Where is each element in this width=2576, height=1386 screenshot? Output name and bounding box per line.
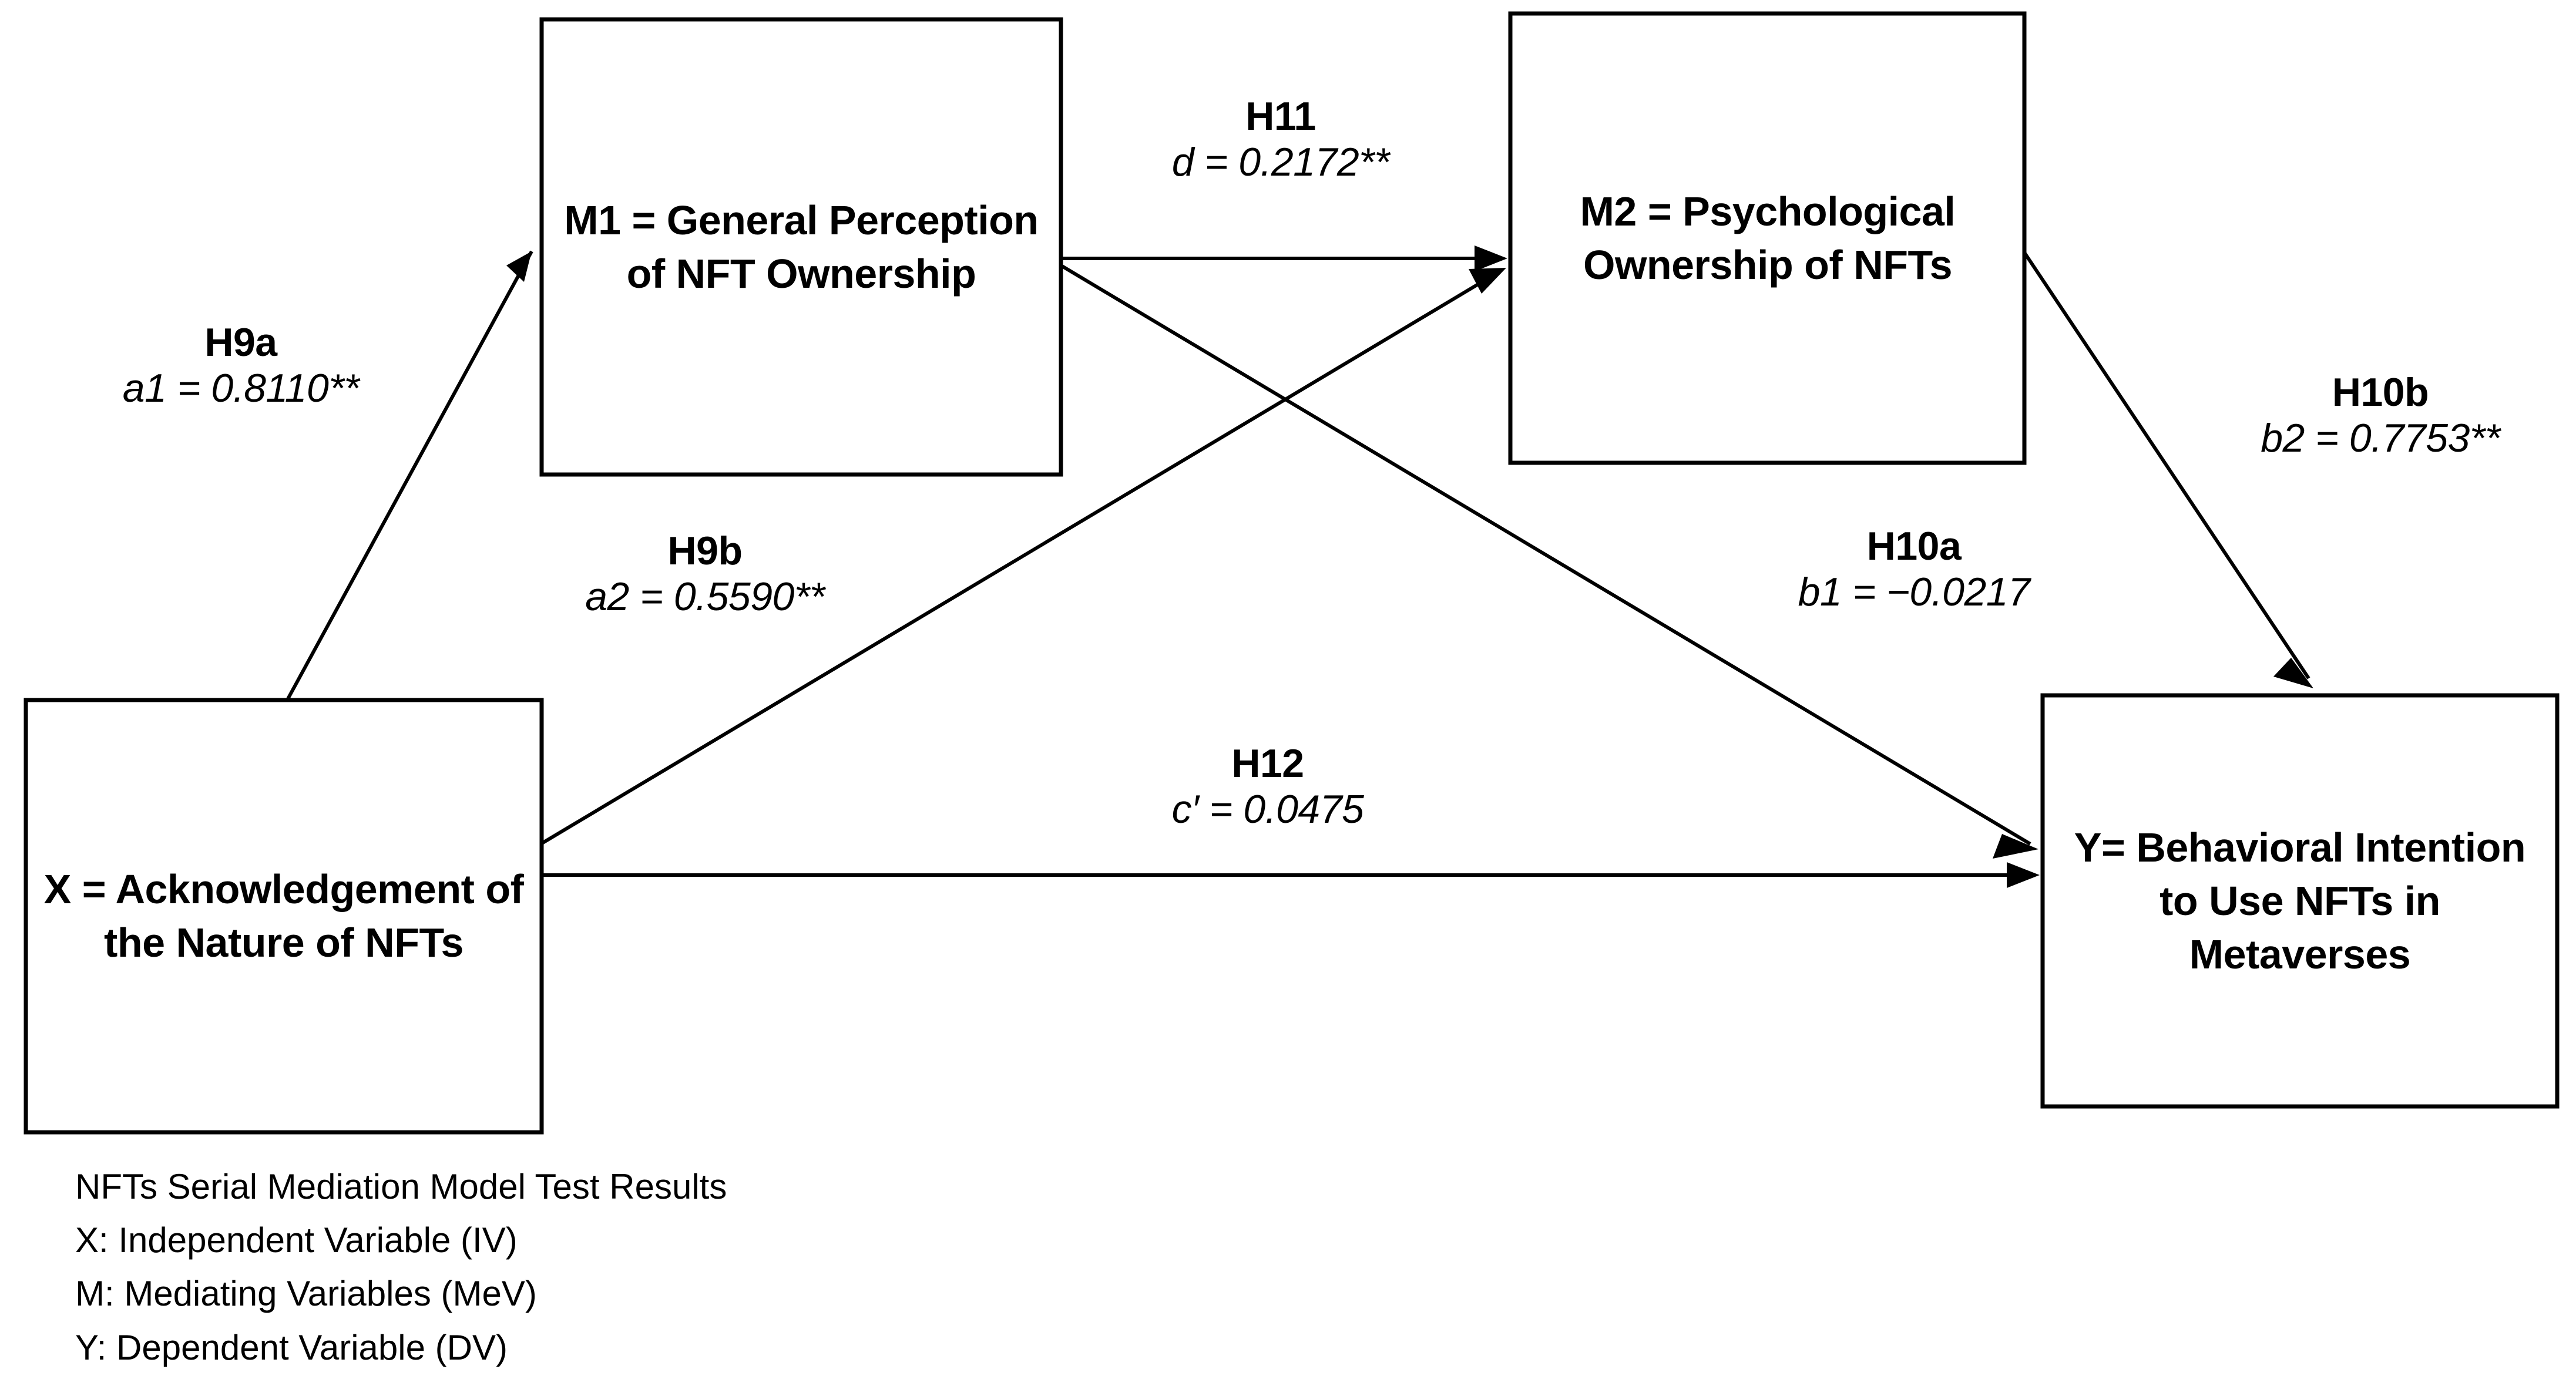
node-label-m2: M2 = Psychological Ownership of NFTs bbox=[1525, 14, 2010, 463]
path-label-h9b-coefficient: a2 = 0.5590** bbox=[585, 574, 825, 620]
path-arrow-h11 bbox=[1061, 245, 1507, 271]
path-label-h11-coefficient: d = 0.2172** bbox=[1171, 140, 1390, 185]
path-label-h9b: H9b a2 = 0.5590** bbox=[517, 529, 893, 620]
node-label-y: Y= Behavioral Intention to Use NFTs in M… bbox=[2051, 695, 2548, 1106]
path-label-h9a-coefficient: a1 = 0.8110** bbox=[122, 366, 360, 411]
path-label-h10b-hypothesis: H10b bbox=[2332, 370, 2429, 415]
path-arrow-h10b bbox=[2023, 251, 2313, 688]
node-box-x bbox=[23, 698, 544, 1135]
node-label-m1: M1 = General Perception of NFT Ownership bbox=[558, 19, 1044, 475]
path-arrow-h10a bbox=[1060, 264, 2038, 859]
path-label-h10a-hypothesis: H10a bbox=[1866, 524, 1962, 568]
node-label-y-text: Y= Behavioral Intention to Use NFTs in M… bbox=[2074, 824, 2526, 977]
node-box-y bbox=[2040, 693, 2560, 1109]
path-label-h9b-hypothesis: H9b bbox=[667, 529, 743, 573]
path-label-h10b-coefficient: b2 = 0.7753** bbox=[2261, 416, 2500, 461]
node-box-m1 bbox=[539, 17, 1063, 477]
node-box-m2 bbox=[1508, 11, 2027, 465]
path-label-h10b: H10b b2 = 0.7753** bbox=[2198, 370, 2562, 462]
path-label-h12-coefficient: c′ = 0.0475 bbox=[1171, 787, 1364, 832]
path-arrow-h9a bbox=[286, 250, 533, 700]
caption-line-x-key: X: Independent Variable (IV) bbox=[75, 1220, 518, 1260]
path-label-h12-hypothesis: H12 bbox=[1231, 741, 1304, 786]
path-arrow-h9b bbox=[542, 268, 1506, 845]
path-label-h11-hypothesis: H11 bbox=[1245, 94, 1316, 139]
path-label-h12: H12 c′ = 0.0475 bbox=[1086, 741, 1450, 833]
caption-line-y-key: Y: Dependent Variable (DV) bbox=[75, 1327, 508, 1367]
node-label-x-text: X = Acknowledgement of the Nature of NFT… bbox=[43, 866, 524, 966]
node-label-x: X = Acknowledgement of the Nature of NFT… bbox=[36, 700, 531, 1132]
path-label-h10a-coefficient: b1 = −0.0217 bbox=[1798, 570, 2030, 615]
figure-caption: NFTs Serial Mediation Model Test Results… bbox=[75, 1160, 727, 1374]
path-label-h11: H11 d = 0.2172** bbox=[1104, 94, 1457, 186]
path-label-h10a: H10a b1 = −0.0217 bbox=[1732, 524, 2096, 615]
node-label-m2-text: M2 = Psychological Ownership of NFTs bbox=[1580, 188, 1956, 288]
path-label-h9a: H9a a1 = 0.8110** bbox=[35, 320, 446, 412]
caption-line-title: NFTs Serial Mediation Model Test Results bbox=[75, 1167, 727, 1206]
path-arrow-h12 bbox=[543, 862, 2040, 888]
caption-line-m-key: M: Mediating Variables (MeV) bbox=[75, 1274, 537, 1314]
path-label-h9a-hypothesis: H9a bbox=[204, 320, 277, 365]
node-label-m1-text: M1 = General Perception of NFT Ownership bbox=[564, 197, 1039, 297]
